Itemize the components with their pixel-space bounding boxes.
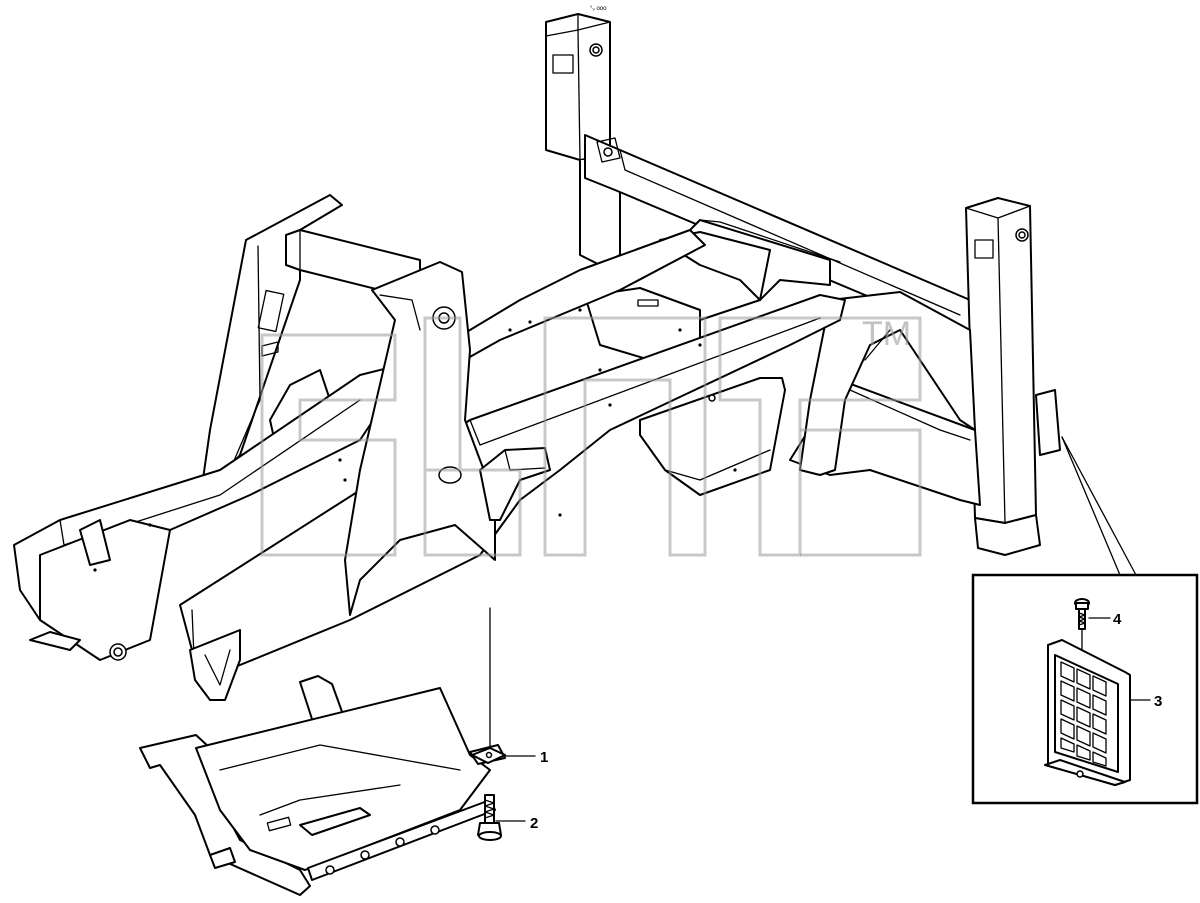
corner-mark: °₉ ooo [590,6,607,12]
grille-cells [1060,661,1107,767]
callout-4: 4 [1088,611,1122,628]
callout-3-label: 3 [1154,693,1162,710]
front-lower-cross-member [29,519,171,661]
callout-2: 2 [495,815,538,832]
callout-3: 3 [1129,693,1162,710]
callout-4-label: 4 [1113,611,1122,628]
watermark-logo: TM [260,315,922,557]
watermark-tm: TM [862,315,911,353]
inset-detail [971,436,1199,805]
step-assembly [139,675,506,896]
rear-underside-pan [639,377,786,496]
front-hook [189,629,241,701]
callout-2-label: 2 [530,815,538,832]
part-4-screw [1074,598,1090,661]
part-3-grille [1044,639,1131,786]
callout-1: 1 [504,749,548,766]
callout-1-label: 1 [540,749,548,766]
part-2-bolt [477,607,502,841]
rear-right-post [965,197,1061,556]
right-lower-structure [789,291,981,506]
main-frame [13,13,1061,701]
part-1-plate [471,747,506,764]
rivet-holes [93,308,737,572]
center-bracket [479,447,551,521]
